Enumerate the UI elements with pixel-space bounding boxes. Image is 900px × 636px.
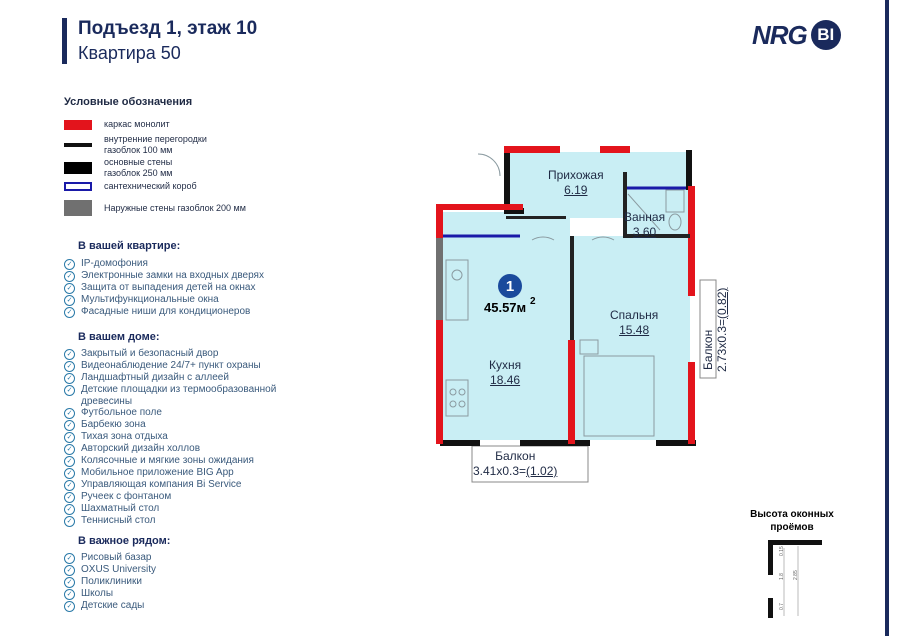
- room-fills: [440, 152, 717, 483]
- header-accent-bar: [62, 18, 67, 64]
- room-label-hallway: Прихожая 6.19: [548, 168, 604, 197]
- list-item: ✓Фасадные ниши для кондиционеров: [64, 306, 264, 318]
- window-heights-diagram: 0.15 1.8 2.85 0.7: [768, 540, 822, 618]
- list-item: ✓Ручеек с фонтаном: [64, 491, 304, 504]
- outer-gray-wall: [436, 238, 443, 320]
- brand-logo: NRG BI: [752, 16, 841, 54]
- logo-badge: BI: [810, 20, 841, 50]
- check-icon: ✓: [64, 408, 75, 420]
- building-features-title: В вашем доме:: [78, 331, 160, 343]
- list-item: ✓Школы: [64, 588, 156, 600]
- list-item: ✓Тихая зона отдыха: [64, 431, 304, 444]
- legend-item-plumbing-box: сантехнический короб: [64, 181, 197, 192]
- legend-item-main-wall: основные стены газоблок 250 мм: [64, 157, 172, 179]
- list-item: ✓Детские площадки из термообразованной д…: [64, 384, 304, 407]
- legend-item-partition: внутренние перегородки газоблок 100 мм: [64, 134, 207, 156]
- legend-item-frame: каркас монолит: [64, 119, 170, 130]
- check-icon: ✓: [64, 295, 75, 306]
- floor-plan: [436, 146, 717, 483]
- room-label-bedroom: Спальня 15.48: [610, 308, 659, 337]
- list-item: ✓Теннисный стол: [64, 515, 304, 528]
- page-edge-bar: [885, 0, 889, 636]
- check-icon: ✓: [64, 385, 75, 396]
- list-item: ✓Управляющая компания Bi Service: [64, 479, 304, 492]
- list-item: ✓Мультифункциональные окна: [64, 294, 264, 306]
- check-icon: ✓: [64, 504, 75, 516]
- check-icon: ✓: [64, 456, 75, 468]
- list-item: ✓Электронные замки на входных дверях: [64, 270, 264, 282]
- building-features-list: ✓Закрытый и безопасный двор ✓Видеонаблюд…: [64, 348, 304, 528]
- nearby-title: В важное рядом:: [78, 535, 171, 547]
- thin-line-swatch-icon: [64, 143, 92, 147]
- balcony-label-bottom: Балкон 3.41х0.3=(1.02): [473, 449, 558, 478]
- unit-number-badge: 1: [498, 274, 522, 298]
- list-item: ✓Авторский дизайн холлов: [64, 443, 304, 456]
- blue-outline-swatch-icon: [64, 182, 92, 191]
- check-icon: ✓: [64, 432, 75, 444]
- check-icon: ✓: [64, 516, 75, 528]
- list-item: ✓Детские сады: [64, 600, 156, 612]
- partitions: [506, 172, 690, 340]
- check-icon: ✓: [64, 492, 75, 504]
- check-icon: ✓: [64, 420, 75, 432]
- monolith-frame: [436, 146, 695, 444]
- red-swatch-icon: [64, 119, 92, 130]
- window-value-label: 1.8: [779, 573, 785, 580]
- list-item: ✓Закрытый и безопасный двор: [64, 348, 304, 360]
- balcony-label-right-dims: 2.73х0.3=(0.82): [715, 287, 729, 372]
- check-icon: ✓: [64, 283, 75, 294]
- thick-line-swatch-icon: [64, 162, 92, 174]
- check-icon: ✓: [64, 577, 75, 588]
- check-icon: ✓: [64, 468, 75, 480]
- outer-walls: [440, 150, 696, 446]
- check-icon: ✓: [64, 589, 75, 600]
- list-item: ✓Поликлиники: [64, 576, 156, 588]
- gray-swatch-icon: [64, 200, 92, 216]
- check-icon: ✓: [64, 307, 75, 318]
- total-area: 45.57м: [484, 300, 527, 315]
- check-icon: ✓: [64, 601, 75, 612]
- window-value-label: 0.15: [779, 546, 785, 556]
- legend-title: Условные обозначения: [64, 96, 193, 108]
- apartment-features-list: ✓IP-домофония ✓Электронные замки на вход…: [64, 258, 264, 318]
- plumbing-boxes: [443, 186, 686, 238]
- list-item: ✓Колясочные и мягкие зоны ожидания: [64, 455, 304, 468]
- page-title: Подъезд 1, этаж 10: [78, 18, 258, 39]
- room-label-bathroom: Ванная 3.60: [624, 210, 666, 239]
- list-item: ✓Барбекю зона: [64, 419, 304, 432]
- check-icon: ✓: [64, 553, 75, 564]
- window-heights-title: Высота оконных проёмов: [750, 509, 834, 533]
- fixtures: [445, 153, 685, 437]
- legend-item-outer-wall: Наружные стены газоблок 200 мм: [64, 200, 246, 216]
- list-item: ✓Видеонаблюдение 24/7+ пункт охраны: [64, 360, 304, 372]
- apartment-features-title: В вашей квартире:: [78, 240, 181, 252]
- list-item: ✓OXUS University: [64, 564, 156, 576]
- room-label-kitchen: Кухня 18.46: [489, 358, 522, 387]
- total-area-unit-sup: 2: [530, 296, 536, 307]
- nearby-list: ✓Рисовый базар ✓OXUS University ✓Поликли…: [64, 552, 156, 612]
- list-item: ✓Рисовый базар: [64, 552, 156, 564]
- page-subtitle: Квартира 50: [78, 43, 181, 63]
- logo-text: NRG: [752, 19, 808, 50]
- check-icon: ✓: [64, 271, 75, 282]
- check-icon: ✓: [64, 259, 75, 270]
- window-value-label: 0.7: [779, 603, 785, 610]
- list-item: ✓Защита от выпадения детей на окнах: [64, 282, 264, 294]
- window-value-label: 2.85: [793, 570, 799, 580]
- check-icon: ✓: [64, 361, 75, 372]
- list-item: ✓Ландшафтный дизайн с аллеей: [64, 372, 304, 384]
- check-icon: ✓: [64, 565, 75, 576]
- check-icon: ✓: [64, 444, 75, 456]
- check-icon: ✓: [64, 373, 75, 384]
- check-icon: ✓: [64, 349, 75, 360]
- list-item: ✓Шахматный стол: [64, 503, 304, 516]
- list-item: ✓Мобильное приложение BIG App: [64, 467, 304, 480]
- list-item: ✓Футбольное поле: [64, 407, 304, 420]
- list-item: ✓IP-домофония: [64, 258, 264, 270]
- check-icon: ✓: [64, 480, 75, 492]
- balcony-label-right-name: Балкон: [701, 329, 715, 370]
